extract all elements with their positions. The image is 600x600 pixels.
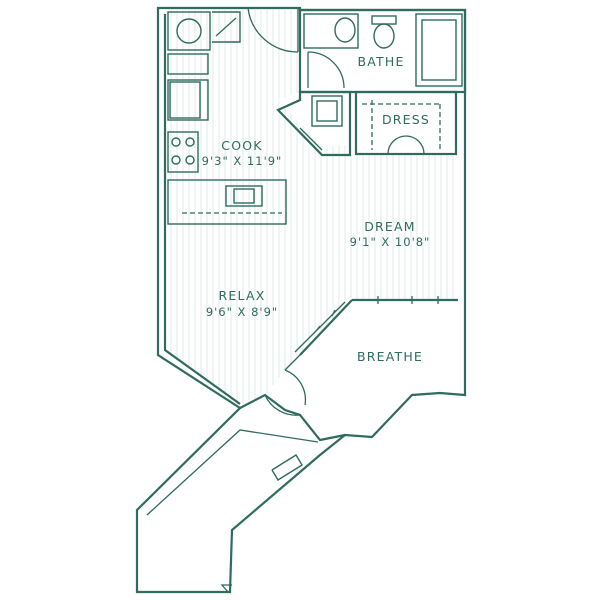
washer: [311, 95, 343, 127]
cook-relax-floor: [168, 10, 458, 408]
relax-dimensions: 9'6" X 8'9": [206, 305, 278, 319]
bathe-label: BATHE: [357, 54, 404, 69]
cook-dimensions: 9'3" X 11'9": [202, 154, 283, 168]
dress-closet: [354, 90, 458, 156]
closet-wall: [276, 90, 352, 157]
bathtub: [415, 13, 463, 87]
stove: [167, 131, 199, 173]
breathe-label: BREATHE: [357, 349, 423, 364]
kitchen-sink: [225, 185, 263, 207]
toilet-bowl: [373, 23, 395, 49]
relax-label: RELAX: [219, 288, 266, 303]
dress-label: DRESS: [382, 112, 430, 127]
toilet-tank: [371, 15, 397, 25]
fridge: [167, 11, 211, 51]
kitchen-counter: [167, 179, 287, 225]
dream-label: DREAM: [364, 219, 416, 234]
vanity: [303, 13, 359, 49]
dream-dimensions: 9'1" X 10'8": [350, 235, 431, 249]
cook-label: COOK: [221, 138, 262, 153]
